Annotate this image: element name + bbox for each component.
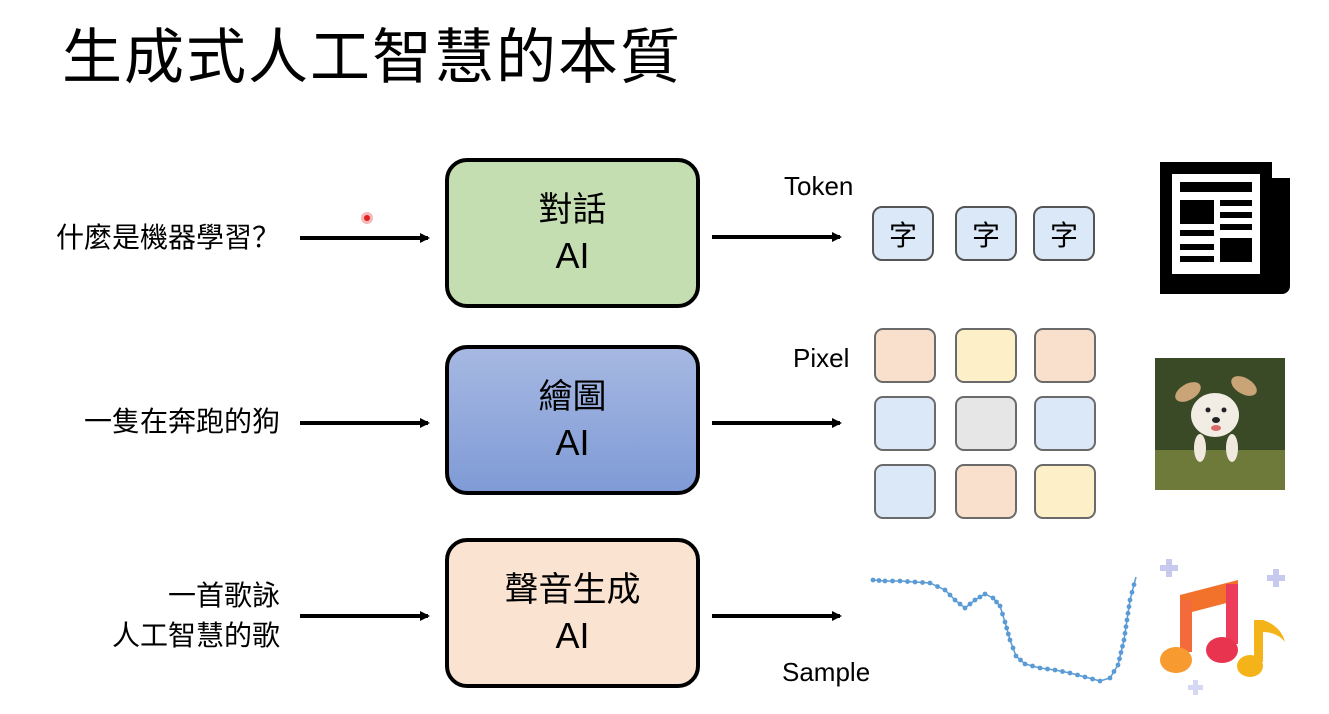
waveform-sample-dot	[876, 578, 882, 583]
waveform-sample-dot	[1052, 667, 1058, 673]
page-title: 生成式人工智慧的本質	[62, 23, 682, 93]
waveform-sample-dot	[1067, 670, 1073, 676]
waveform-sample-dot	[1060, 669, 1065, 674]
model-ai-label: AI	[555, 615, 590, 656]
waveform-sample-dot	[962, 605, 968, 611]
waveform-sample-dot	[1125, 610, 1131, 616]
waveform-sample-dot	[1045, 666, 1050, 672]
model-name: 聲音生成	[504, 570, 641, 610]
waveform-sample-dot	[947, 592, 953, 598]
input-line: 什麼是機器學習？	[55, 221, 280, 254]
waveform-sample-dot	[1123, 624, 1129, 630]
pixel-cell	[955, 464, 1017, 519]
waveform-sample-dot	[952, 597, 958, 603]
newspaper-icon	[1160, 162, 1290, 294]
waveform-sample-dot	[1005, 631, 1011, 637]
model-ai-label: AI	[555, 235, 590, 276]
drawing-ai-box: 繪圖 AI	[445, 345, 700, 495]
waveform-sample-dot	[972, 597, 978, 603]
waveform-sample-dot	[920, 580, 925, 585]
waveform-sample-dot	[942, 587, 948, 593]
waveform-sample-dot	[1000, 611, 1005, 617]
waveform-sample-dot	[1120, 643, 1125, 649]
waveform-sample-dot	[1115, 662, 1121, 668]
waveform-sample-dot	[935, 584, 940, 589]
pixel-cell	[955, 396, 1017, 451]
model-name: 對話	[538, 190, 607, 230]
waveform-sample-dot	[1124, 617, 1130, 623]
pixel-cell	[874, 464, 936, 519]
input-text-draw: 一隻在奔跑的狗	[84, 402, 280, 442]
input-line: 人工智慧的歌	[111, 619, 280, 652]
model-ai-label: AI	[555, 422, 590, 463]
input-line: 一首歌詠	[167, 579, 280, 612]
waveform-sample-dot	[997, 603, 1003, 609]
unit-label-sample: Sample	[782, 657, 871, 687]
waveform-sample-dot	[1010, 645, 1016, 651]
music-notes-icon	[1160, 559, 1285, 695]
waveform-sample-dot	[870, 577, 876, 583]
waveform-sample-dot	[1082, 674, 1088, 680]
waveform-sample-dot	[905, 579, 910, 584]
waveform-sample-dot	[1107, 675, 1113, 681]
unit-label-token: Token	[784, 171, 854, 201]
waveform-sample-dot	[1022, 661, 1028, 667]
token-box: 字	[1033, 206, 1095, 261]
waveform-sample-dot	[1126, 604, 1132, 610]
waveform-sample-dot	[890, 578, 895, 584]
waveform-sample-dot	[927, 580, 933, 586]
audio-waveform	[870, 576, 1137, 684]
waveform-sample-dot	[1117, 656, 1122, 662]
token-box: 字	[955, 206, 1017, 261]
waveform-sample-dot	[1122, 630, 1128, 636]
waveform-sample-dot	[1111, 669, 1117, 674]
pixel-cell	[1034, 396, 1096, 451]
running-dog-photo	[1155, 358, 1285, 490]
waveform-sample-dot	[1118, 650, 1124, 655]
voice-ai-box: 聲音生成 AI	[445, 538, 700, 688]
pixel-cell	[1034, 328, 1096, 383]
unit-label-pixel: Pixel	[793, 343, 850, 373]
waveform-sample-dot	[1097, 678, 1103, 684]
waveform-sample-dot	[1075, 672, 1080, 678]
waveform-sample-dot	[990, 595, 996, 601]
waveform-sample-dot	[982, 591, 988, 597]
pixel-cell	[1034, 464, 1096, 519]
pixel-cell	[955, 328, 1017, 383]
waveform-sample-dot	[882, 578, 888, 584]
chat-ai-box: 對話 AI	[445, 158, 700, 308]
waveform-sample-dot	[1002, 619, 1008, 625]
waveform-sample-dot	[1037, 665, 1043, 671]
input-text-voice: 一首歌詠 人工智慧的歌	[112, 576, 280, 656]
waveform-sample-dot	[1127, 597, 1133, 603]
waveform-sample-dot	[967, 601, 973, 607]
waveform-sample-dot	[1013, 653, 1019, 659]
token-box: 字	[872, 206, 934, 261]
waveform-sample-dot	[1090, 676, 1095, 682]
model-name: 繪圖	[538, 377, 607, 417]
waveform-sample-dot	[994, 599, 999, 605]
waveform-sample-dot	[1129, 589, 1135, 595]
waveform-sample-dot	[1018, 657, 1023, 663]
pixel-cell	[874, 396, 936, 451]
waveform-sample-dot	[1030, 663, 1035, 669]
input-text-chat: 什麼是機器學習？	[56, 218, 280, 258]
waveform-sample-dot	[977, 594, 983, 600]
waveform-sample-dot	[1007, 637, 1013, 643]
waveform-sample-dot	[957, 601, 963, 607]
pixel-cell	[874, 328, 936, 383]
waveform-sample-dot	[897, 578, 903, 584]
waveform-sample-dot	[912, 579, 918, 585]
waveform-sample-dot	[1004, 625, 1010, 631]
waveform-sample-dot	[1131, 582, 1137, 588]
waveform-sample-dot	[1121, 637, 1127, 643]
input-line: 一隻在奔跑的狗	[83, 405, 280, 438]
